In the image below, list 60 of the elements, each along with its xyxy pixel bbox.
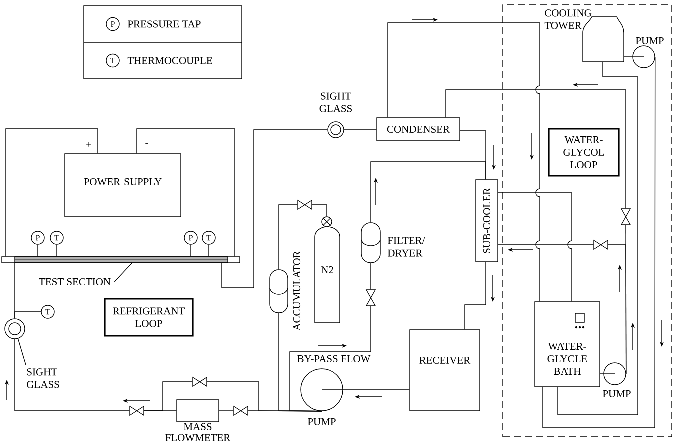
pipe: [219, 410, 234, 412]
pipe: [290, 306, 372, 412]
component-label: TEST SECTION: [39, 278, 111, 286]
pipe: [14, 339, 130, 412]
pipe: [312, 204, 328, 217]
leader-line: [18, 338, 26, 366]
valve-symbol: [130, 406, 144, 416]
component-label: SIGHT GLASS: [320, 92, 352, 112]
bath-box: WATER- GLYCLE BATH: [534, 302, 600, 388]
sight-glass-symbol: [4, 318, 26, 340]
pipe: [446, 90, 626, 209]
sensor-line: [190, 244, 192, 257]
valve-symbol: [298, 200, 312, 210]
component-label: MASS FLOWMETER: [166, 423, 231, 442]
dashed-region: [502, 4, 672, 438]
sensor-line: [14, 312, 42, 319]
pipe: [558, 62, 638, 416]
pipe: [370, 263, 372, 290]
valve-symbol: [366, 290, 376, 306]
shutoff-valve-symbol: [322, 216, 332, 228]
power-supply-box: POWER SUPPLY: [64, 154, 182, 218]
wire: [6, 128, 98, 257]
edge-label: BY-PASS FLOW: [298, 355, 371, 363]
pipe: [624, 56, 633, 58]
pipe: [370, 162, 486, 223]
valve-symbol: [620, 208, 632, 226]
loop-label-box: WATER- GLYCOL LOOP: [548, 128, 620, 177]
component-label: COOLING TOWER: [544, 10, 592, 30]
sub-cooler-box: SUB-COOLER: [476, 180, 498, 262]
receiver-box: RECEIVER: [410, 330, 480, 412]
pipe: [542, 56, 656, 428]
pipe: [222, 130, 328, 288]
component-label: FILTER/ DRYER: [388, 237, 426, 257]
sensor-line: [208, 244, 210, 257]
terminal-sign: +: [86, 142, 92, 147]
legend-label: PRESSURE TAP: [128, 20, 201, 28]
pipe: [207, 382, 322, 412]
condenser-box: CONDENSER: [376, 118, 460, 142]
pipe: [144, 382, 193, 412]
pipe: [608, 244, 627, 374]
pipe: [388, 22, 540, 302]
valve-symbol: [594, 240, 608, 250]
pipe: [498, 192, 572, 302]
sensor-line: [56, 244, 58, 257]
pipe: [278, 204, 298, 270]
component-label: PUMP: [636, 38, 664, 44]
test-section-tube: [2, 256, 240, 264]
leader-line: [114, 263, 132, 282]
pipe: [464, 262, 486, 330]
component-label: ACCUMULATOR: [293, 251, 301, 331]
gas-cylinder: N2: [314, 226, 340, 324]
wire: [136, 128, 236, 257]
loop-label-box: REFRIGERANT LOOP: [104, 298, 194, 337]
legend-label: THERMOCOUPLE: [128, 57, 212, 64]
valve-symbol: [192, 376, 208, 388]
valve-symbol: [234, 406, 248, 416]
component-label: SIGHT GLASS: [27, 368, 60, 388]
pipe: [498, 244, 594, 246]
component-label: PUMP: [603, 390, 631, 398]
component-label: PUMP: [308, 418, 336, 426]
